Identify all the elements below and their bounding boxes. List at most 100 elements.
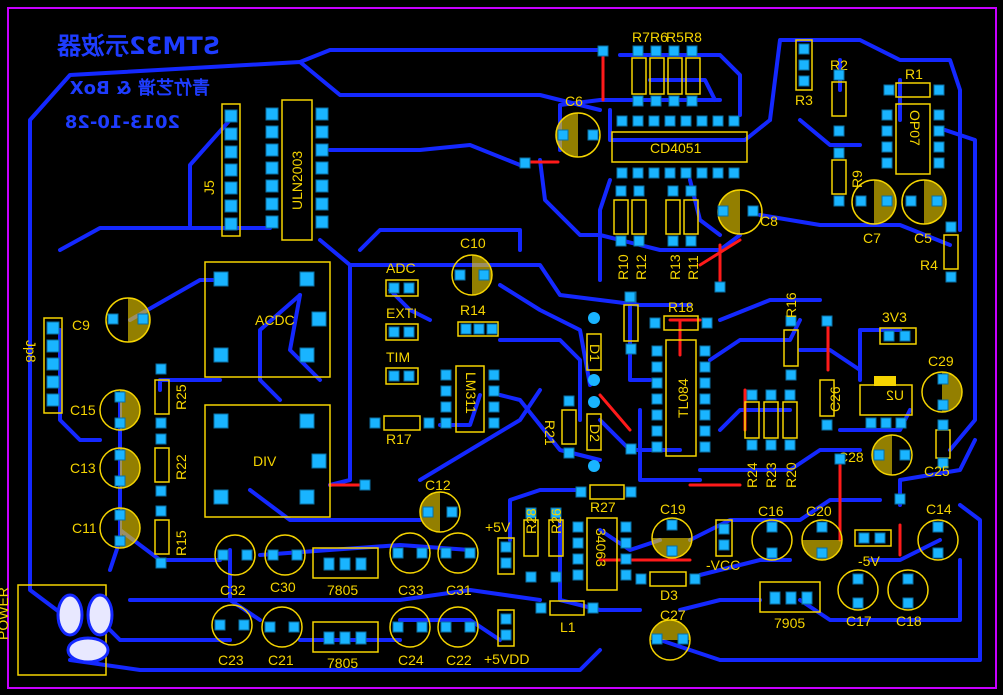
capacitor-c26[interactable]: C26: [819, 315, 843, 431]
lm311-ic[interactable]: LM311: [440, 365, 500, 433]
capacitor-c17[interactable]: C17: [837, 569, 879, 629]
capacitor-c29[interactable]: C29: [921, 353, 963, 413]
inductor-l1[interactable]: L1: [535, 600, 599, 635]
c8-label: C8: [760, 213, 778, 229]
power-label: POWER: [0, 587, 11, 640]
resistor-r14[interactable]: R14: [457, 302, 499, 337]
capacitor-c12[interactable]: C12: [419, 477, 461, 533]
diode-d2[interactable]: D2: [586, 396, 603, 472]
jp8-header[interactable]: Jp8: [23, 317, 63, 414]
c25-label: C25: [924, 463, 950, 479]
resistor-r21[interactable]: R21: [542, 395, 577, 459]
regulator-7805-a[interactable]: 7805: [312, 547, 379, 598]
capacitor-c18[interactable]: C18: [887, 569, 929, 629]
c14-label: C14: [926, 501, 952, 517]
ic-34063[interactable]: 34063: [572, 517, 632, 591]
net-5v-jumper[interactable]: +5V: [485, 519, 515, 575]
resistor-r26[interactable]: R26: [548, 507, 564, 583]
r12-label: R12: [633, 254, 649, 280]
lm311-label: LM311: [463, 372, 479, 414]
c26-label: C26: [827, 386, 843, 412]
m5v-label: -5V: [858, 553, 880, 569]
acdc-label: ACDC: [255, 312, 295, 328]
c29-label: C29: [928, 353, 954, 369]
tl084-ic[interactable]: TL084: [651, 339, 711, 457]
acdc-module[interactable]: ACDC: [204, 261, 331, 378]
board-outline: [7, 7, 997, 689]
regulator-7905[interactable]: 7905: [759, 581, 821, 631]
resistor-r1[interactable]: R1: [883, 66, 945, 98]
adc-jumper[interactable]: ADC: [385, 260, 419, 297]
resistor-r4[interactable]: R4: [920, 221, 959, 283]
div-module[interactable]: DIV: [204, 404, 331, 518]
capacitor-c8[interactable]: C8: [717, 189, 778, 235]
resistor-r18[interactable]: R18: [649, 299, 713, 331]
r7-label: R7: [632, 29, 650, 45]
net-mvcc-jumper[interactable]: -VCC: [706, 519, 740, 573]
c31-label: C31: [446, 582, 472, 598]
diode-d1[interactable]: D1: [586, 312, 603, 386]
capacitor-c23[interactable]: C23: [211, 604, 253, 668]
capacitor-c20[interactable]: C20: [801, 503, 843, 561]
op07-ic[interactable]: OP07: [881, 103, 945, 175]
c32-label: C32: [220, 582, 246, 598]
p5v-label: +5V: [485, 519, 511, 535]
c11-label: C11: [72, 520, 97, 536]
r3-label: R3: [795, 92, 813, 108]
net-5vdd-jumper[interactable]: +5VDD: [484, 609, 530, 667]
capacitor-c14[interactable]: C14: [917, 501, 959, 561]
capacitor-c9[interactable]: C9: [72, 297, 151, 343]
3v3-label: 3V3: [882, 309, 907, 325]
r6-label: R6: [650, 29, 668, 45]
resistor-array-r10-r13[interactable]: R10 R12 R13 R11: [613, 185, 701, 280]
resistor-r25[interactable]: R25: [154, 363, 189, 429]
u2-label: U2: [886, 387, 904, 403]
capacitor-c25[interactable]: C25: [924, 419, 951, 479]
capacitor-c15[interactable]: C15: [70, 389, 141, 431]
capacitor-c19[interactable]: C19: [651, 501, 693, 559]
c16-label: C16: [758, 503, 784, 519]
capacitor-c28[interactable]: C28: [838, 434, 913, 476]
r14-label: R14: [460, 302, 486, 318]
resistor-r15[interactable]: R15: [154, 505, 189, 569]
r15-label: R15: [173, 530, 189, 556]
resistor-r28[interactable]: R28: [523, 507, 539, 583]
capacitor-c16[interactable]: C16: [751, 503, 793, 561]
resistor-r3[interactable]: R3: [795, 39, 813, 108]
cd4051-ic[interactable]: CD4051: [611, 115, 748, 179]
jumper-3v3[interactable]: 3V3: [879, 309, 917, 345]
capacitor-c22[interactable]: C22: [437, 606, 479, 668]
power-connector[interactable]: POWER: [0, 584, 114, 676]
capacitor-c5[interactable]: C5: [901, 179, 947, 246]
exti-jumper[interactable]: EXTI: [385, 305, 419, 341]
capacitor-c13[interactable]: C13: [70, 447, 141, 489]
regulator-7805-b[interactable]: 7805: [312, 621, 379, 671]
resistor-array-r5-r8[interactable]: R7 R6 R5 R8: [631, 29, 702, 107]
capacitor-c10[interactable]: C10: [451, 235, 493, 296]
capacitor-c30[interactable]: C30: [264, 534, 306, 595]
resistor-r22[interactable]: R22: [154, 433, 189, 497]
capacitor-c27[interactable]: C27: [649, 607, 691, 661]
c6-label: C6: [565, 93, 583, 109]
capacitor-c24[interactable]: C24: [389, 606, 431, 668]
net-m5v-jumper[interactable]: -5V: [854, 529, 892, 569]
capacitor-c33[interactable]: C33: [389, 532, 431, 598]
resistor-r2[interactable]: R2: [830, 57, 848, 137]
tim-jumper[interactable]: TIM: [385, 349, 419, 385]
capacitor-c21[interactable]: C21: [261, 606, 303, 668]
diode-d3[interactable]: D3: [635, 571, 701, 603]
jp8-label: Jp8: [23, 340, 39, 363]
j5-header[interactable]: J5: [201, 103, 241, 237]
resistor-r17[interactable]: R17: [369, 415, 435, 447]
capacitor-c31[interactable]: C31: [437, 532, 479, 598]
capacitor-c11[interactable]: C11: [72, 507, 141, 549]
resistor-r16[interactable]: R16: [783, 292, 799, 381]
resistor-r27[interactable]: R27: [575, 484, 637, 515]
resistor-array-r20-r24[interactable]: R24 R23 R20: [744, 389, 799, 488]
r1-label: R1: [905, 66, 923, 82]
capacitor-c32[interactable]: C32: [214, 534, 256, 598]
capacitor-c6[interactable]: C6: [555, 93, 601, 158]
regulator-u2[interactable]: U2: [859, 376, 913, 429]
capacitor-c7[interactable]: C7: [851, 179, 897, 246]
uln2003-ic[interactable]: ULN2003: [265, 99, 329, 241]
